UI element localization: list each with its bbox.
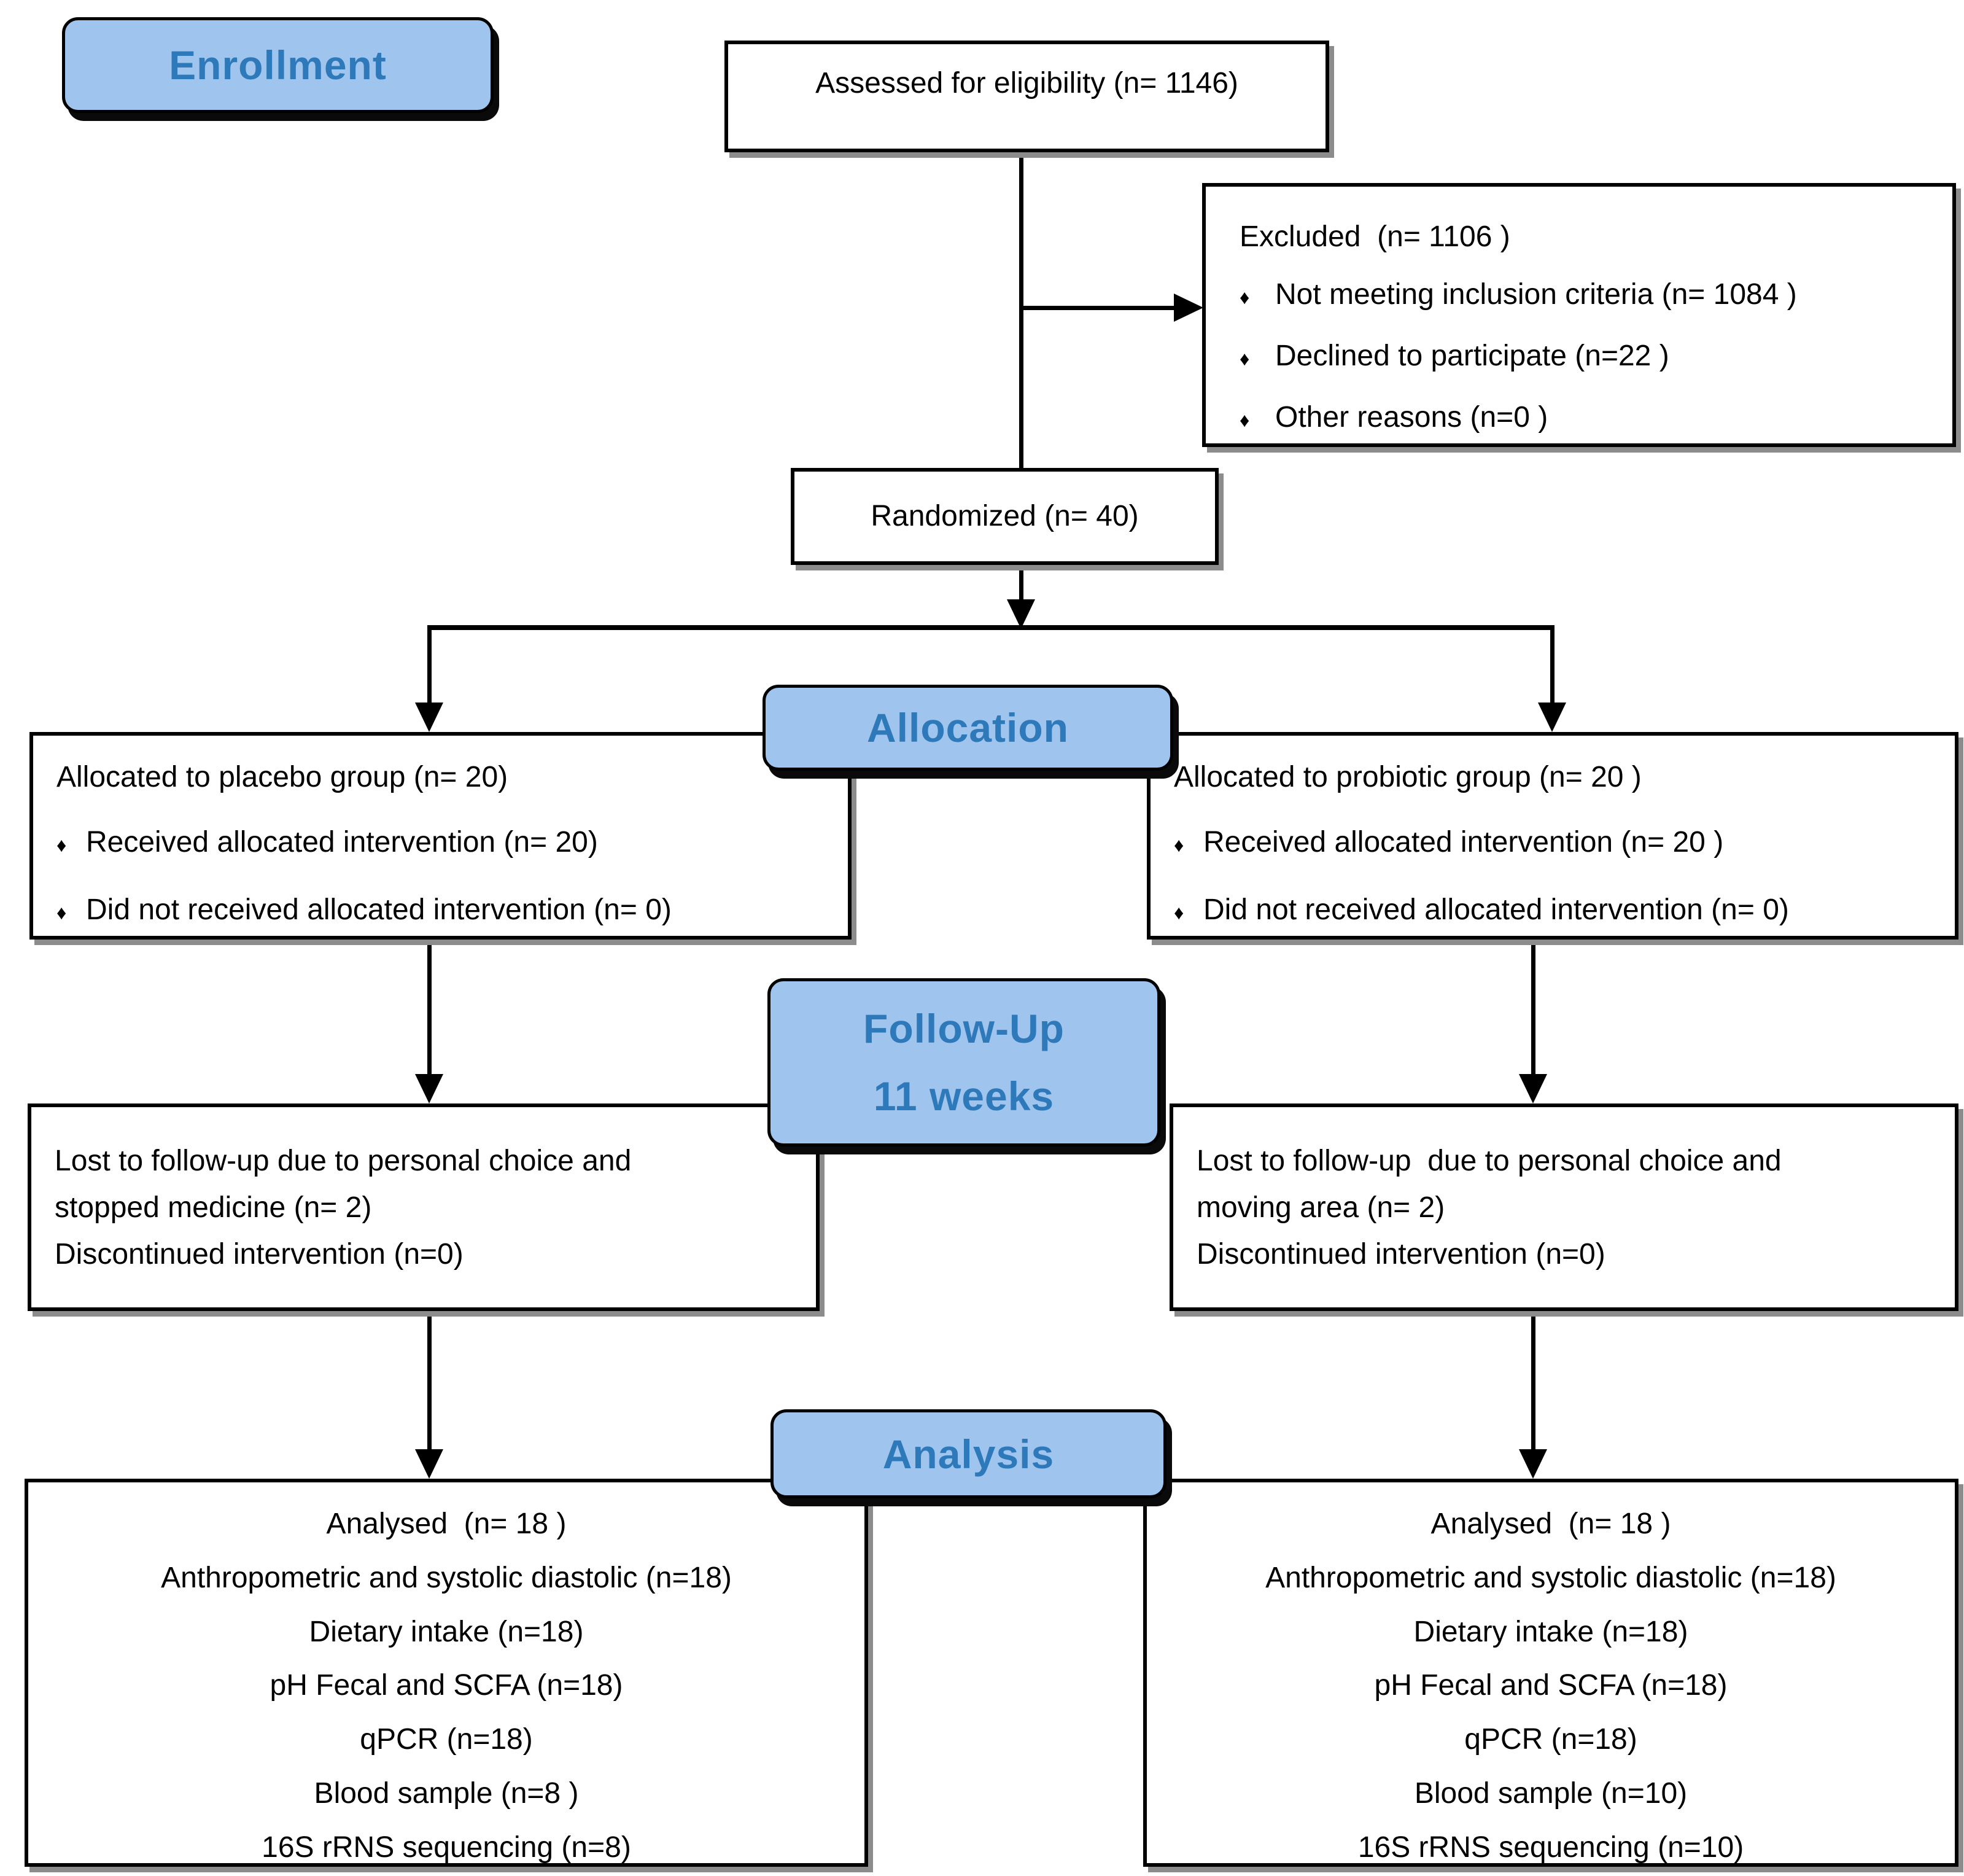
connector-randomized-to-split: [1019, 565, 1023, 603]
excluded-box: Excluded (n= 1106 ) ♦ Not meeting inclus…: [1202, 183, 1956, 447]
analysis-line: Anthropometric and systolic diastolic (n…: [1265, 1561, 1836, 1594]
randomized-box: Randomized (n= 40): [791, 468, 1219, 565]
analysis-line: Dietary intake (n=18): [309, 1615, 584, 1648]
analysis-line: pH Fecal and SCFA (n=18): [1374, 1669, 1728, 1702]
allocation-item-text: Received allocated intervention (n= 20): [86, 826, 598, 858]
analysis-stage-label: Analysis: [770, 1409, 1166, 1498]
placebo-allocation-box: Allocated to placebo group (n= 20) ♦ Rec…: [29, 732, 852, 940]
connector-split-to-placebo-allocation: [427, 628, 432, 704]
arrowhead-probiotic-analysis: [1519, 1449, 1547, 1479]
arrowhead-split: [1007, 599, 1035, 629]
probiotic-analysis-box: Analysed (n= 18 ) Anthropometric and sys…: [1143, 1479, 1958, 1867]
assessed-text: Assessed for eligibility (n= 1146): [815, 67, 1238, 99]
allocation-item-text: Received allocated intervention (n= 20 ): [1203, 826, 1724, 858]
analysis-line: Blood sample (n=8 ): [314, 1777, 579, 1810]
probiotic-allocation-box: Allocated to probiotic group (n= 20 ) ♦ …: [1147, 732, 1958, 940]
allocation-item-text: Did not received allocated intervention …: [86, 893, 672, 926]
followup-stage-label: Follow-Up 11 weeks: [767, 978, 1160, 1146]
followup-line: Lost to follow-up due to personal choice…: [55, 1145, 632, 1177]
connector-assessed-to-randomized: [1019, 152, 1023, 468]
allocation-item-text: Did not received allocated intervention …: [1203, 893, 1789, 926]
analysis-line: qPCR (n=18): [1464, 1723, 1637, 1756]
connector-branch-to-excluded: [1019, 306, 1176, 310]
analysis-line: 16S rRNS sequencing (n=8): [262, 1831, 631, 1864]
arrowhead-probiotic-followup: [1519, 1074, 1547, 1103]
enrollment-stage-text: Enrollment: [169, 42, 387, 88]
placebo-analysis-box: Analysed (n= 18 ) Anthropometric and sys…: [25, 1479, 868, 1867]
followup-line: moving area (n= 2): [1197, 1191, 1445, 1224]
arrowhead-placebo-analysis: [415, 1449, 443, 1479]
allocation-item: ♦ Did not received allocated interventio…: [1174, 892, 1939, 928]
followup-stage-text-line2: 11 weeks: [873, 1073, 1055, 1119]
arrowhead-excluded: [1174, 294, 1203, 322]
probiotic-allocation-title: Allocated to probiotic group (n= 20 ): [1174, 761, 1642, 793]
excluded-title: Excluded (n= 1106 ): [1240, 220, 1510, 253]
analysis-stage-text: Analysis: [882, 1431, 1055, 1477]
allocation-item: ♦ Received allocated intervention (n= 20…: [1174, 824, 1939, 861]
analysis-line: Analysed (n= 18 ): [1430, 1508, 1671, 1540]
followup-line: Lost to follow-up due to personal choice…: [1197, 1145, 1782, 1177]
arrowhead-placebo-allocation: [415, 703, 443, 732]
excluded-item: ♦ Declined to participate (n=22 ): [1240, 338, 1931, 375]
analysis-line: Blood sample (n=10): [1414, 1777, 1688, 1810]
diamond-bullet-icon: ♦: [1174, 901, 1184, 924]
excluded-item: ♦ Not meeting inclusion criteria (n= 108…: [1240, 276, 1931, 313]
connector-probiotic-allocation-to-followup: [1531, 940, 1535, 1076]
excluded-item-text: Other reasons (n=0 ): [1275, 401, 1548, 434]
analysis-line: 16S rRNS sequencing (n=10): [1357, 1831, 1744, 1864]
allocation-item: ♦ Did not received allocated interventio…: [56, 892, 832, 928]
excluded-item-text: Declined to participate (n=22 ): [1275, 340, 1669, 372]
connector-placebo-allocation-to-followup: [427, 940, 432, 1076]
allocation-stage-label: Allocation: [763, 685, 1173, 771]
diamond-bullet-icon: ♦: [1240, 348, 1250, 370]
excluded-item-text: Not meeting inclusion criteria (n= 1084 …: [1275, 278, 1797, 311]
diamond-bullet-icon: ♦: [1240, 286, 1250, 308]
followup-line: stopped medicine (n= 2): [55, 1191, 372, 1224]
analysis-line: Dietary intake (n=18): [1413, 1615, 1688, 1648]
placebo-followup-box: Lost to follow-up due to personal choice…: [28, 1103, 820, 1311]
allocation-item: ♦ Received allocated intervention (n= 20…: [56, 824, 832, 861]
randomized-text: Randomized (n= 40): [871, 500, 1139, 532]
diamond-bullet-icon: ♦: [1240, 409, 1250, 431]
enrollment-stage-label: Enrollment: [62, 17, 494, 113]
connector-probiotic-followup-to-analysis: [1531, 1311, 1535, 1451]
excluded-item: ♦ Other reasons (n=0 ): [1240, 399, 1931, 436]
probiotic-followup-box: Lost to follow-up due to personal choice…: [1170, 1103, 1958, 1311]
diamond-bullet-icon: ♦: [1174, 834, 1184, 856]
arrowhead-probiotic-allocation: [1538, 703, 1566, 732]
analysis-line: Anthropometric and systolic diastolic (n…: [161, 1561, 732, 1594]
diamond-bullet-icon: ♦: [56, 834, 67, 856]
assessed-box: Assessed for eligibility (n= 1146): [724, 41, 1329, 152]
arrowhead-placebo-followup: [415, 1074, 443, 1103]
analysis-line: qPCR (n=18): [360, 1723, 533, 1756]
connector-split-to-probiotic-allocation: [1550, 628, 1555, 704]
followup-line: Discontinued intervention (n=0): [1197, 1237, 1605, 1271]
placebo-allocation-title: Allocated to placebo group (n= 20): [56, 761, 508, 793]
connector-split-horizontal: [427, 625, 1555, 630]
followup-stage-text-line1: Follow-Up: [863, 1006, 1065, 1051]
diamond-bullet-icon: ♦: [56, 901, 67, 924]
connector-placebo-followup-to-analysis: [427, 1311, 432, 1451]
analysis-line: pH Fecal and SCFA (n=18): [270, 1669, 623, 1702]
followup-line: Discontinued intervention (n=0): [55, 1237, 464, 1271]
analysis-line: Analysed (n= 18 ): [326, 1508, 567, 1540]
allocation-stage-text: Allocation: [866, 705, 1069, 750]
